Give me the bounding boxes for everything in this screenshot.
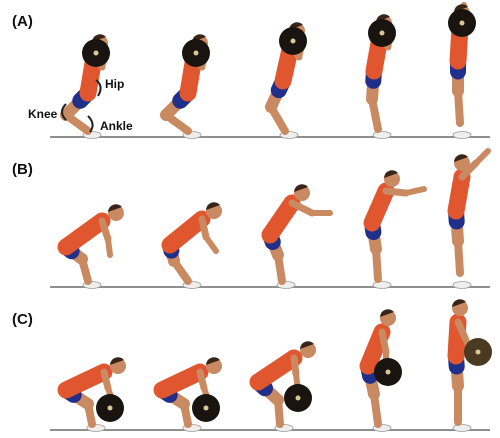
- torso: [66, 221, 102, 247]
- weight-disc-hub: [380, 31, 385, 36]
- figure-frame-b-5: [453, 151, 488, 289]
- weight-disc-hub: [108, 406, 113, 411]
- figure-frame-c-4: [368, 309, 402, 431]
- figure-frame-c-5: [452, 299, 492, 431]
- ankle-label: Ankle: [100, 119, 133, 133]
- panel-a: (A) Hip Knee Ankle: [12, 4, 490, 138]
- figure-frame-a-4: [368, 14, 396, 138]
- panel-b: (B): [12, 151, 490, 289]
- torso: [162, 372, 200, 390]
- weight-disc-hub: [476, 350, 481, 355]
- panel-c-frames: [66, 299, 492, 431]
- panel-b-label: (B): [12, 161, 33, 178]
- figure-frame-b-3: [270, 184, 330, 288]
- shoe: [373, 282, 391, 289]
- weight-disc-hub: [291, 39, 296, 44]
- torso: [258, 358, 294, 382]
- torso: [170, 219, 202, 245]
- shoe: [373, 132, 391, 139]
- hip-label: Hip: [105, 77, 124, 91]
- figure-frame-c-1: [66, 357, 126, 431]
- upper-arm: [386, 191, 406, 193]
- weight-disc-hub: [194, 51, 199, 56]
- figure-frame-a-2: [166, 34, 210, 138]
- weight-disc-hub: [204, 406, 209, 411]
- figure-frame-c-2: [162, 357, 222, 431]
- forearm: [108, 239, 110, 255]
- shoe: [453, 425, 471, 432]
- forearm: [206, 237, 216, 251]
- forearm: [476, 151, 488, 163]
- forearm: [406, 189, 424, 193]
- shoe: [453, 132, 471, 139]
- figure-frame-c-3: [258, 341, 316, 431]
- torso: [456, 177, 462, 211]
- panel-b-frames: [66, 151, 488, 289]
- figure-frame-b-1: [66, 204, 124, 288]
- weight-disc-hub: [386, 370, 391, 375]
- panel-c: (C): [12, 299, 492, 431]
- torso: [372, 191, 386, 223]
- panel-a-label: (A): [12, 13, 33, 30]
- figure-frame-b-4: [372, 170, 424, 288]
- torso: [66, 372, 104, 390]
- panel-c-label: (C): [12, 311, 33, 328]
- torso: [270, 203, 292, 235]
- weight-disc-hub: [460, 21, 465, 26]
- weight-disc-hub: [296, 396, 301, 401]
- weight-disc-hub: [94, 51, 99, 56]
- figure-frame-a-5: [448, 4, 476, 138]
- upper-arm: [382, 332, 386, 352]
- figure-frame-b-2: [170, 202, 222, 288]
- figure-frame-a-3: [271, 22, 307, 138]
- shoe: [453, 282, 471, 289]
- knee-label: Knee: [28, 107, 58, 121]
